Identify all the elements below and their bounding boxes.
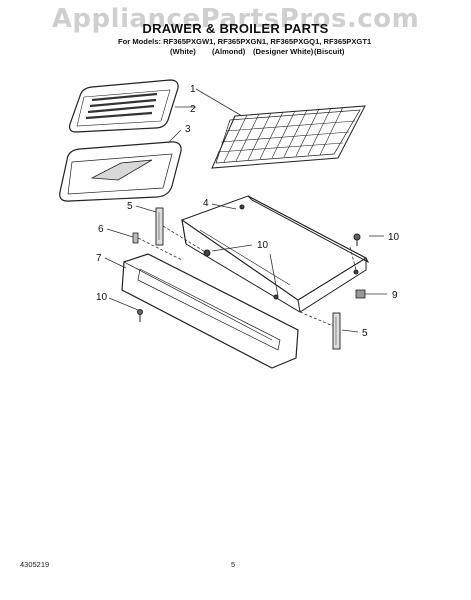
drawer-slide-left bbox=[155, 207, 164, 246]
leader-lines bbox=[104, 88, 387, 333]
drawer-front-panel bbox=[121, 253, 299, 369]
screw-bottom-left bbox=[137, 309, 143, 322]
callout-3: 3 bbox=[185, 124, 191, 135]
color-almond: (Almond) bbox=[212, 47, 246, 56]
document-number: 4305219 bbox=[20, 560, 50, 569]
callout-10-left: 10 bbox=[96, 292, 108, 303]
callout-4: 4 bbox=[203, 198, 209, 209]
model-numbers: For Models: RF365PXGW1, RF365PXGN1, RF36… bbox=[118, 37, 372, 46]
broiler-grid bbox=[69, 79, 179, 133]
color-biscuit: (Biscuit) bbox=[314, 47, 345, 56]
color-white: (White) bbox=[170, 47, 196, 56]
callout-10-right: 10 bbox=[388, 232, 400, 243]
page-number: 5 bbox=[231, 560, 236, 569]
callout-5-top: 5 bbox=[127, 201, 133, 212]
callout-1: 1 bbox=[190, 84, 196, 95]
callout-7: 7 bbox=[96, 253, 102, 264]
screw-right bbox=[353, 233, 361, 246]
drawer-slide-right bbox=[332, 312, 341, 350]
drawer-body bbox=[180, 195, 370, 313]
callout-5-bottom: 5 bbox=[362, 328, 368, 339]
watermark: AppliancePartsPros.com bbox=[51, 4, 420, 34]
diagram-title: DRAWER & BROILER PARTS bbox=[142, 21, 329, 36]
broiler-pan bbox=[59, 141, 182, 202]
callout-2: 2 bbox=[190, 104, 196, 115]
callout-6: 6 bbox=[98, 224, 104, 235]
color-designer-white: (Designer White) bbox=[253, 47, 314, 56]
drawer-stop bbox=[355, 289, 366, 299]
callout-10-center: 10 bbox=[257, 240, 269, 251]
drawer-clip bbox=[132, 232, 139, 244]
oven-rack bbox=[211, 105, 366, 169]
callout-9: 9 bbox=[392, 290, 398, 301]
